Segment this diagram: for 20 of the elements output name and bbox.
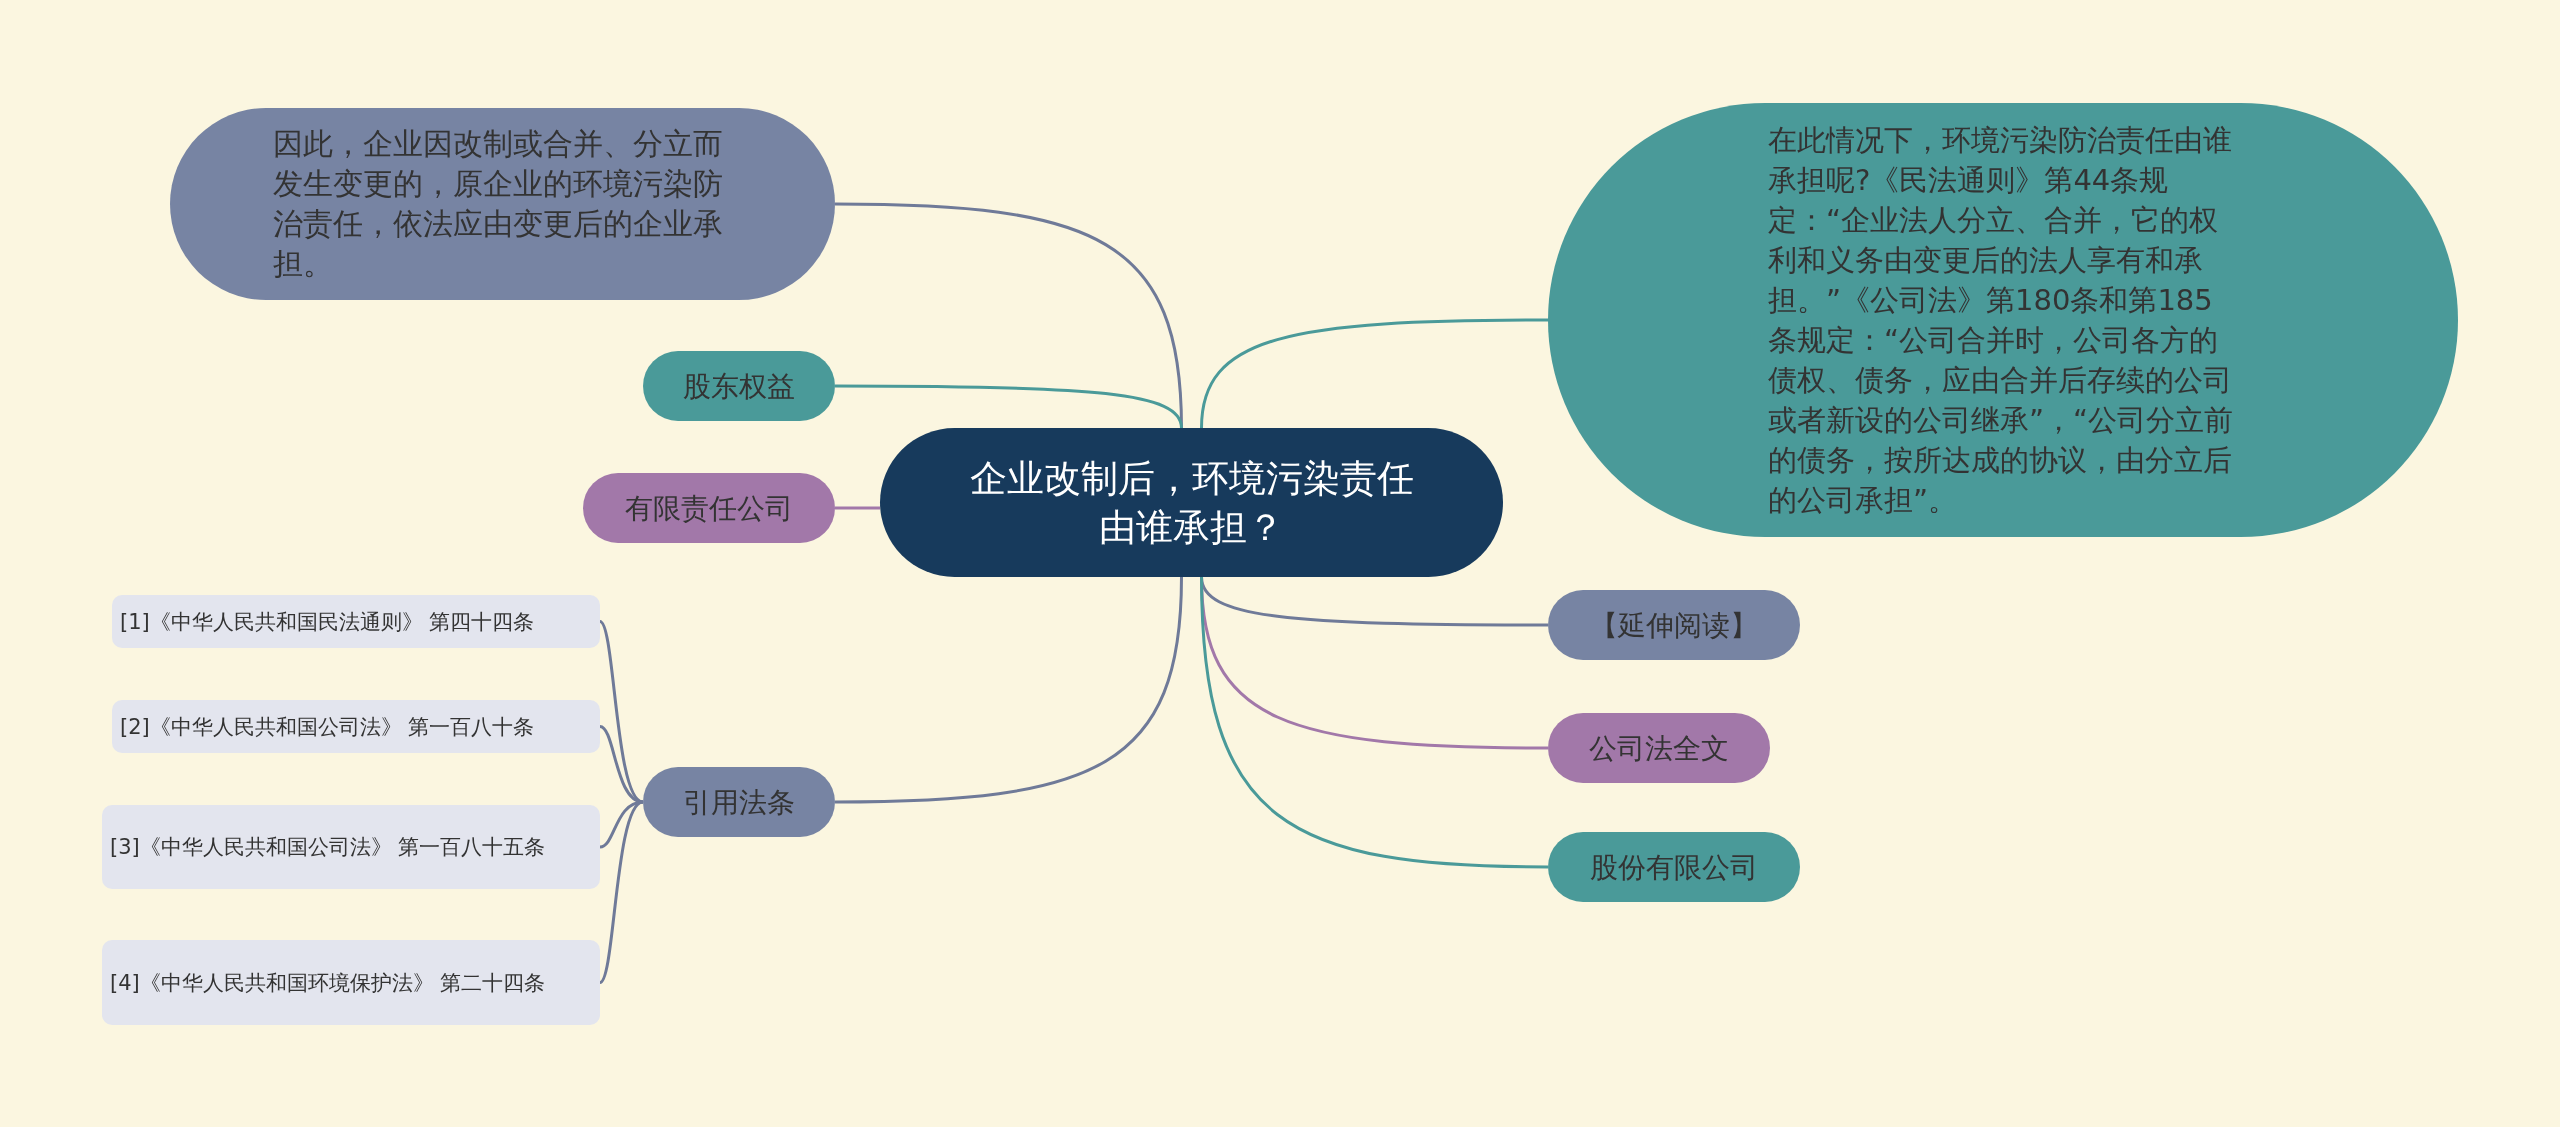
topic-pill: 公司法全文 bbox=[1548, 713, 1770, 783]
topic-bubble: 因此，企业因改制或合并、分立而发生变更的，原企业的环境污染防治责任，依法应由变更后的企业承担。 bbox=[170, 108, 835, 300]
connector-line bbox=[835, 506, 880, 510]
citation-box: [3]《中华人民共和国公司法》 第一百八十五条 bbox=[102, 805, 600, 889]
connector-line bbox=[835, 576, 1183, 804]
topic-pill: 股份有限公司 bbox=[1548, 832, 1800, 902]
connector-line bbox=[598, 800, 644, 984]
topic-pill: 引用法条 bbox=[643, 767, 835, 837]
connector-line bbox=[1200, 318, 1548, 429]
connector-line bbox=[1200, 576, 1549, 869]
connector-line bbox=[599, 725, 644, 804]
topic-pill: 股东权益 bbox=[643, 351, 835, 421]
citation-box: [4]《中华人民共和国环境保护法》 第二十四条 bbox=[102, 940, 600, 1025]
central-topic-pill: 企业改制后，环境污染责任由谁承担？ bbox=[880, 428, 1503, 577]
topic-pill: 【延伸阅读】 bbox=[1548, 590, 1800, 660]
connector-line bbox=[835, 384, 1183, 429]
topic-bubble: 在此情况下，环境污染防治责任由谁承担呢?《民法通则》第44条规定：“企业法人分立、合并，它的权利和义务由变更后的法人享有和承担。”《公司法》第180条和第185条规定：“公司合并时，公司各方的债权、债务，应由合并后存续的公司或者新设的公司继承”，“公司分立前的债务，按所达成的协议，由分立后的公司承担”。 bbox=[1548, 103, 2458, 537]
topic-pill: 有限责任公司 bbox=[583, 473, 835, 543]
citation-box: [2]《中华人民共和国公司法》 第一百八十条 bbox=[112, 700, 600, 753]
citation-box: [1]《中华人民共和国民法通则》 第四十四条 bbox=[112, 595, 600, 648]
